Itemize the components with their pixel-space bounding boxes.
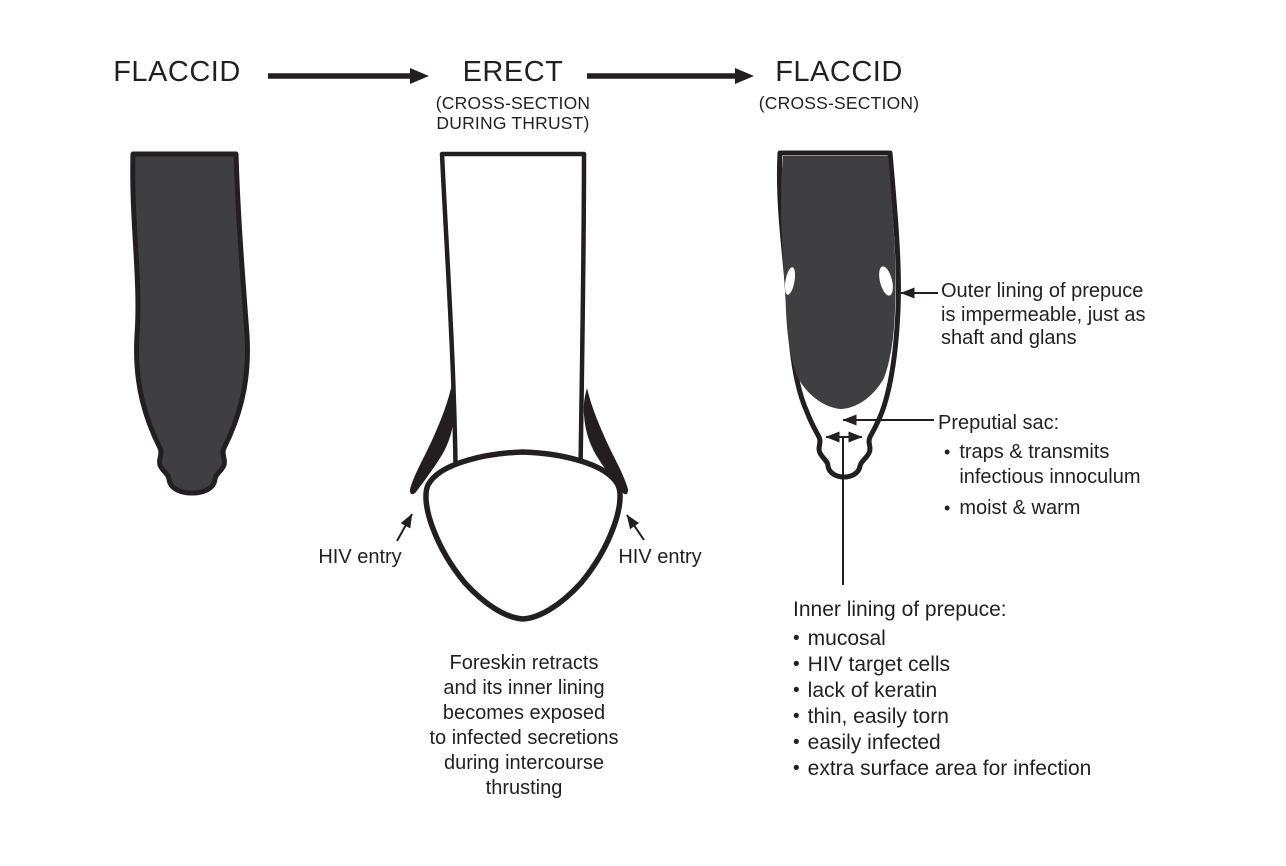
- stage-sublabel-erect: (CROSS-SECTION DURING THRUST): [435, 93, 591, 133]
- bullet-icon: •: [793, 732, 800, 753]
- preputial-sac-annotation: Preputial sac: • traps & transmits infec…: [938, 411, 1159, 521]
- flaccid-penis-figure: [130, 151, 250, 496]
- hiv-entry-label-right: HIV entry: [618, 546, 702, 568]
- transition-arrow-erect-to-flaccid-icon: [587, 68, 754, 84]
- exposed-glans: [423, 449, 623, 622]
- outer-lining-annotation: Outer lining of prepuce is impermeable, …: [941, 280, 1146, 349]
- retracted-foreskin-right: [583, 388, 629, 495]
- inner-lining-annotation: Inner lining of prepuce: • mucosal • HIV…: [793, 597, 1091, 782]
- transition-arrow-flaccid-to-erect-icon: [268, 68, 429, 84]
- stage-header-flaccid-right: FLACCID (CROSS-SECTION): [729, 57, 949, 113]
- stage-sublabel-flaccid-right: (CROSS-SECTION): [758, 93, 920, 113]
- hiv-entry-label-left: HIV entry: [318, 546, 402, 568]
- stage-label-flaccid-left: FLACCID: [113, 56, 241, 88]
- stage-label-flaccid-right: FLACCID: [775, 56, 903, 88]
- bullet-icon: •: [793, 758, 800, 779]
- bullet-icon: •: [944, 498, 951, 518]
- erect-penis-cross-section-figure: [396, 151, 645, 622]
- shaft-and-glans-fill: [781, 156, 896, 409]
- bullet-icon: •: [793, 706, 800, 727]
- stage-label-erect: ERECT: [462, 56, 564, 88]
- list-item: • easily infected: [793, 731, 941, 754]
- list-item: • moist & warm: [944, 497, 1081, 519]
- list-item: • HIV target cells: [793, 653, 951, 676]
- stage-header-erect: ERECT (CROSS-SECTION DURING THRUST): [400, 57, 626, 133]
- foreskin-caption: Foreskin retracts and its inner lining b…: [429, 652, 619, 799]
- bullet-icon: •: [793, 628, 800, 649]
- bullet-icon: •: [793, 680, 800, 701]
- preputial-sac-title: Preputial sac:: [938, 412, 1060, 434]
- inner-lining-title: Inner lining of prepuce:: [793, 598, 1007, 621]
- bullet-icon: •: [944, 442, 951, 462]
- flaccid-cross-section-figure: [776, 150, 938, 585]
- bullet-icon: •: [793, 654, 800, 675]
- list-item: • traps & transmits infectious innoculum: [944, 441, 1141, 488]
- hiv-entry-right-arrow-icon: [626, 514, 645, 541]
- list-item: • mucosal: [793, 627, 886, 650]
- hiv-entry-left-arrow-icon: [396, 513, 413, 542]
- list-item: • lack of keratin: [793, 679, 938, 702]
- list-item: • extra surface area for infection: [793, 757, 1092, 780]
- list-item: • thin, easily torn: [793, 705, 949, 728]
- retracted-foreskin-left: [409, 388, 455, 495]
